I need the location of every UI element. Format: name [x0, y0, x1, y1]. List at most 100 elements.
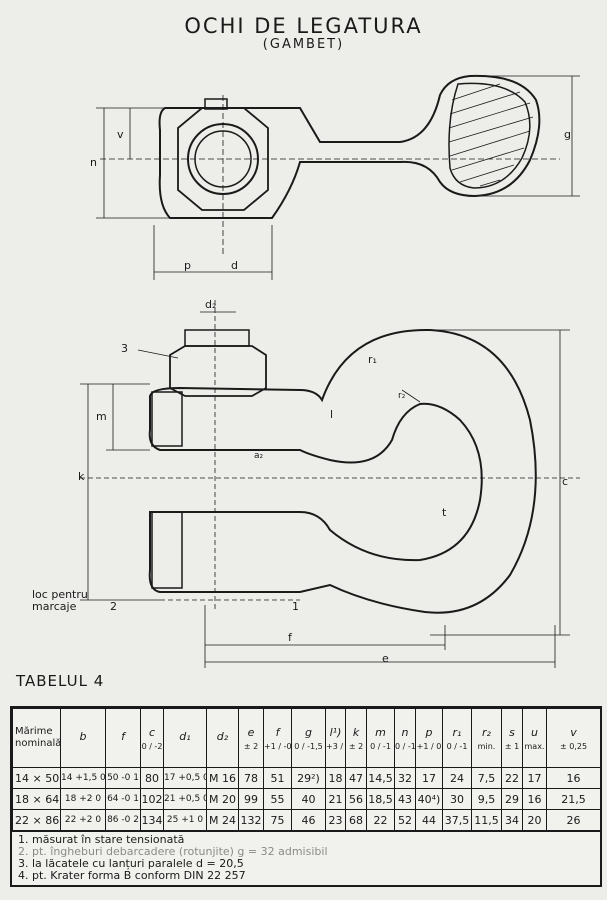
- dim-k: k: [78, 470, 85, 483]
- dim-v: v: [117, 128, 124, 141]
- bolt-upper-end: [151, 391, 183, 447]
- header-cell: k± 2: [345, 708, 367, 768]
- table-cell: 46: [291, 809, 326, 831]
- table-cell: M 16: [206, 767, 239, 789]
- table-cell: 55: [263, 788, 292, 810]
- table-cell: 22 +2 0: [60, 809, 106, 831]
- table-cell: 14,5: [366, 767, 395, 789]
- header-cell: Mărime nominală: [12, 708, 61, 768]
- table-cell: 18 × 64: [12, 788, 61, 810]
- table-cell: 132: [238, 809, 264, 831]
- dim-r2: r₂: [398, 391, 406, 401]
- dim-t: t: [442, 506, 447, 519]
- table-cell: 56: [345, 788, 367, 810]
- dim-e: e: [382, 652, 389, 665]
- top-section-hatch-outline: [448, 82, 531, 189]
- note-1: 1. măsurat în stare tensionată: [18, 833, 185, 846]
- table-cell: 21: [325, 788, 346, 810]
- dim-r1: r₁: [368, 353, 377, 366]
- marking-note-line1: loc pentru: [32, 588, 88, 601]
- header-cell: e± 2: [238, 708, 264, 768]
- table-cell: 134: [140, 809, 164, 831]
- table-cell: 9,5: [471, 788, 502, 810]
- dim-m: m: [96, 410, 107, 423]
- header-cell: l¹)+3 / 0: [325, 708, 346, 768]
- table-cell: M 20: [206, 788, 239, 810]
- table-cell: 20: [522, 809, 547, 831]
- table-cell: 21 +0,5 0: [163, 788, 207, 810]
- header-cell: f: [105, 708, 141, 768]
- table-cell: 43: [394, 788, 416, 810]
- table-cell: 32: [394, 767, 416, 789]
- table-cell: 22: [501, 767, 523, 789]
- page-subtitle: (GAMBET): [262, 37, 345, 52]
- table-cell: 17: [522, 767, 547, 789]
- side-nut-top: [184, 329, 250, 347]
- table-cell: 68: [345, 809, 367, 831]
- header-cell: p+1 / 0: [415, 708, 443, 768]
- hook-body: [148, 328, 537, 614]
- part-2: 2: [110, 600, 117, 613]
- table-cell: 86 -0 2: [105, 809, 141, 831]
- table-cell: 50 -0 1: [105, 767, 141, 789]
- table-cell: 64 -0 1: [105, 788, 141, 810]
- table-cell: 16: [546, 767, 601, 789]
- dim-d: d: [231, 259, 238, 272]
- page-title: OCHI DE LEGATURA: [184, 14, 423, 38]
- table-cell: 7,5: [471, 767, 502, 789]
- table-cell: 80: [140, 767, 164, 789]
- table-cell: 99: [238, 788, 264, 810]
- note-4: 4. pt. Krater forma B conform DIN 22 257: [18, 869, 246, 882]
- note-2: 2. pt. îngheburi debarcadere (rotunjite)…: [18, 845, 328, 858]
- part-1: 1: [292, 600, 299, 613]
- table-cell: 21,5: [546, 788, 601, 810]
- table-cell: 22: [366, 809, 395, 831]
- top-nut-cap: [204, 98, 228, 110]
- table-cell: 29: [501, 788, 523, 810]
- dim-c: c: [562, 475, 568, 488]
- table-cell: 40⁴): [415, 788, 443, 810]
- bolt-lower-end: [151, 511, 183, 589]
- table-cell: 18,5: [366, 788, 395, 810]
- dim-a2: a₂: [254, 451, 264, 461]
- table-cell: 25 +1 0: [163, 809, 207, 831]
- header-cell: s± 1: [501, 708, 523, 768]
- table-cell: 47: [345, 767, 367, 789]
- table-cell: 78: [238, 767, 264, 789]
- table-cell: 40: [291, 788, 326, 810]
- header-cell: d₂: [206, 708, 239, 768]
- dim-n: n: [90, 156, 97, 169]
- table-cell: 17: [415, 767, 443, 789]
- dim-l: l: [330, 408, 333, 421]
- note-3: 3. la lăcatele cu lanțuri paralele d = 2…: [18, 857, 244, 870]
- table-cell: 16: [522, 788, 547, 810]
- table-row: 14 × 50 14 +1,5 0 50 -0 1 80 17 +0,5 0 M…: [12, 767, 601, 789]
- table-cell: 18 +2 0: [60, 788, 106, 810]
- top-view-outline: [158, 74, 541, 219]
- table-cell: 17 +0,5 0: [163, 767, 207, 789]
- table-notes: 1. măsurat în stare tensionată 2. pt. în…: [12, 831, 600, 885]
- table-cell: 34: [501, 809, 523, 831]
- top-hex-nut: [177, 107, 269, 211]
- table-cell: 29²): [291, 767, 326, 789]
- header-cell: d₁: [163, 708, 207, 768]
- technical-drawing: n v g p d d₂ 3 r₁ r₂ l m k c t a₂ loc pe…: [32, 74, 580, 668]
- table-cell: 51: [263, 767, 292, 789]
- dim-d2: d₂: [205, 298, 216, 311]
- header-cell: v± 0,25: [546, 708, 601, 768]
- marking-note-line2: marcaje: [32, 600, 77, 613]
- table-cell: 37,5: [442, 809, 472, 831]
- table-cell: 24: [442, 767, 472, 789]
- table-cell: 75: [263, 809, 292, 831]
- table-cell: 23: [325, 809, 346, 831]
- table-row: 22 × 86 22 +2 0 86 -0 2 134 25 +1 0 M 24…: [12, 809, 601, 831]
- table-cell: 11,5: [471, 809, 502, 831]
